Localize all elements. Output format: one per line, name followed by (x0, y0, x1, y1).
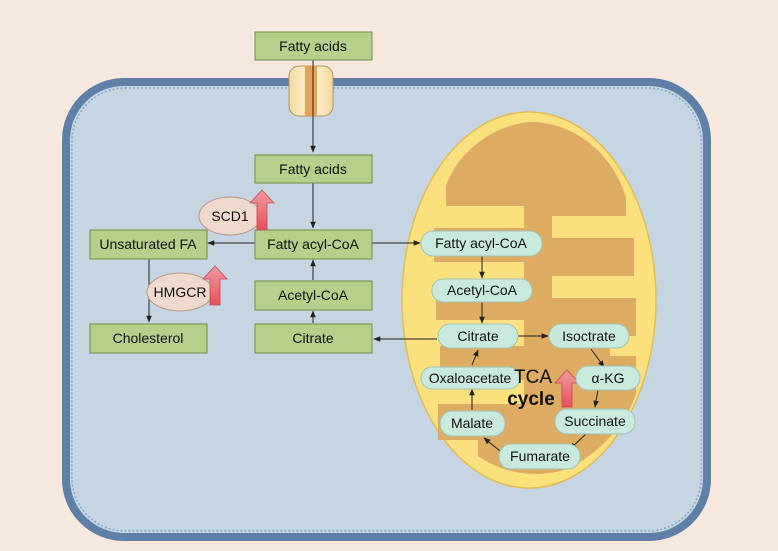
mito-fumarate-label: Fumarate (510, 448, 570, 464)
mito-succinate: Succinate (554, 408, 636, 435)
citrate-box: Citrate (254, 323, 373, 354)
mito-akg: α-KG (575, 365, 641, 391)
unsaturated-fa-box: Unsaturated FA (89, 229, 208, 260)
acetyl-coa-box: Acetyl-CoA (254, 280, 373, 311)
mito-malate: Malate (439, 410, 506, 437)
membrane-transporter-icon (288, 65, 334, 117)
tca-label: TCA (514, 367, 552, 388)
mito-fumarate: Fumarate (498, 443, 581, 470)
cholesterol-label: Cholesterol (113, 330, 184, 346)
mito-acetyl-coa-label: Acetyl-CoA (447, 282, 518, 298)
cycle-label: cycle (507, 389, 555, 410)
mito-malate-label: Malate (451, 415, 493, 431)
hmgcr-label: HMGCR (154, 284, 207, 300)
arrow-isocitrate-to-akg (590, 348, 605, 368)
mito-citrate: Citrate (437, 323, 519, 349)
acetyl-coa-label: Acetyl-CoA (278, 287, 349, 303)
hmgcr-up-arrow-icon (202, 265, 228, 306)
mito-oxaloacetate-label: Oxaloacetate (429, 370, 512, 386)
mito-citrate-label: Citrate (457, 328, 498, 344)
fatty-acyl-coa-box: Fatty acyl-CoA (254, 229, 373, 260)
mito-fatty-acyl-coa-label: Fatty acyl-CoA (435, 235, 527, 251)
scd1-label: SCD1 (211, 208, 249, 224)
mito-succinate-label: Succinate (564, 413, 626, 429)
cholesterol-box: Cholesterol (89, 323, 208, 354)
outside-fatty-acids-label: Fatty acids (279, 38, 347, 54)
arrow-akg-to-succinate (593, 389, 599, 408)
mito-akg-label: α-KG (592, 370, 625, 386)
scd1-up-arrow-icon (249, 189, 275, 231)
mito-isocitrate-label: Isoctrate (562, 328, 616, 344)
mito-fatty-acyl-coa: Fatty acyl-CoA (420, 230, 543, 257)
fatty-acyl-coa-label: Fatty acyl-CoA (267, 236, 359, 252)
mito-acetyl-coa: Acetyl-CoA (431, 278, 533, 303)
cytosol-fatty-acids-label: Fatty acids (279, 161, 347, 177)
cell-membrane-inner-line (71, 87, 702, 532)
arrow-oxaloacetate-to-citrate (471, 349, 479, 366)
mito-oxaloacetate: Oxaloacetate (420, 366, 521, 390)
outside-fatty-acids-box: Fatty acids (254, 31, 373, 61)
arrow-fumarate-to-malate (483, 437, 501, 452)
citrate-label: Citrate (292, 330, 333, 346)
unsaturated-fa-label: Unsaturated FA (99, 236, 197, 252)
cytosol-fatty-acids-box: Fatty acids (254, 154, 373, 184)
mito-isocitrate: Isoctrate (548, 323, 630, 349)
